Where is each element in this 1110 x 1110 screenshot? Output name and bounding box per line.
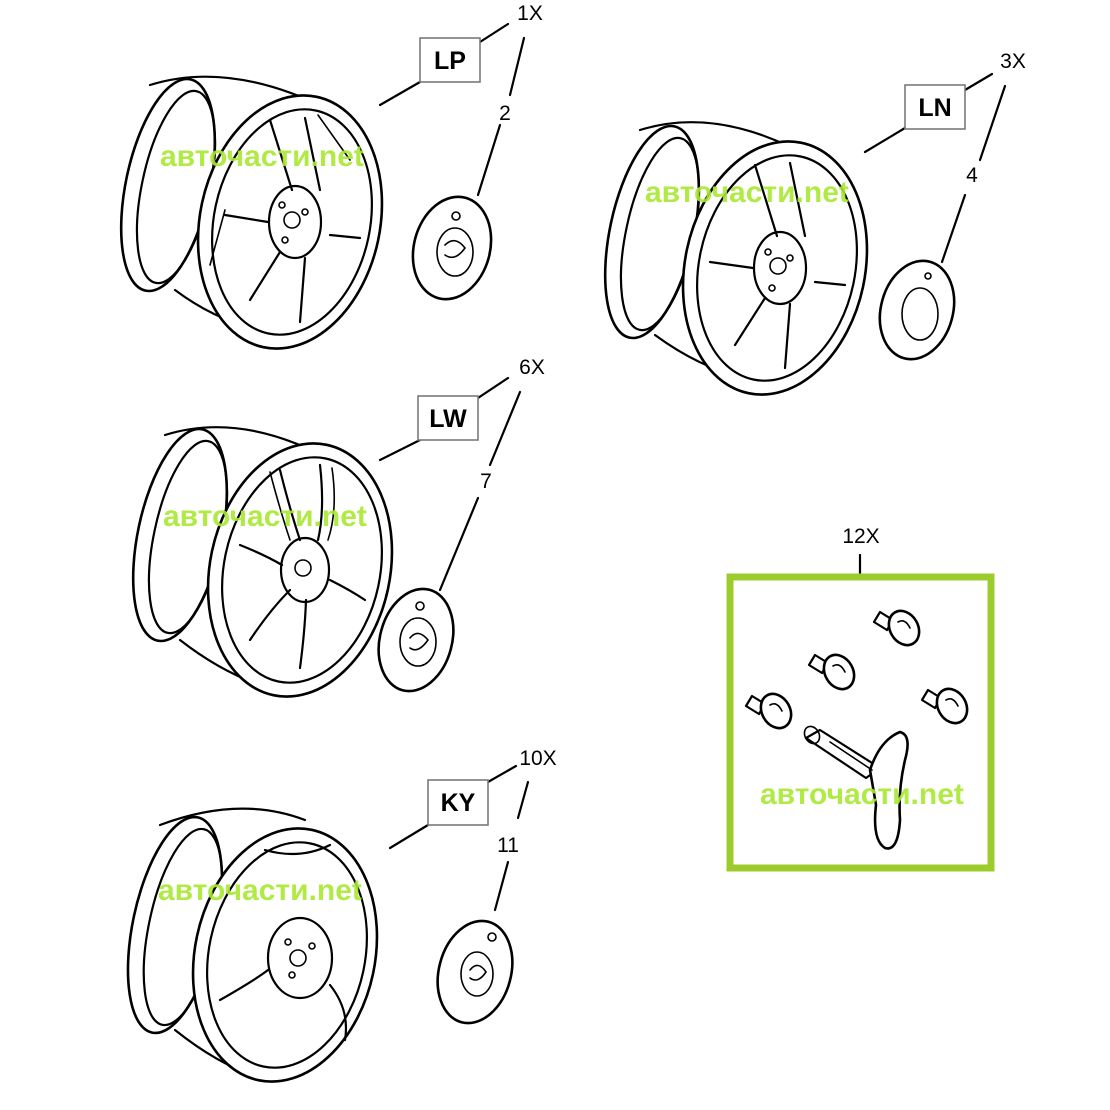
center-cap-7 [377, 587, 455, 693]
code-label-lp: LP [434, 47, 466, 75]
callout-ky: KY 10X 11 [388, 747, 557, 912]
watermark-text: авточасти.net [163, 500, 367, 533]
watermark-text: авточасти.net [760, 778, 964, 811]
part-number-2: 2 [499, 102, 511, 125]
watermark-text: авточасти.net [645, 176, 849, 209]
qty-label-1x: 1X [517, 2, 543, 25]
callout-ln: LN 3X 4 [863, 50, 1026, 264]
lock-kit-frame [726, 573, 995, 872]
code-label-lw: LW [429, 405, 467, 433]
part-number-4: 4 [966, 164, 978, 187]
wheel-ky [126, 807, 379, 1083]
part-number-7: 7 [480, 470, 492, 493]
lock-bolt [872, 609, 921, 647]
watermark-text: авточасти.net [160, 140, 364, 173]
qty-label-12x: 12X [842, 525, 879, 548]
lock-key-tool [803, 725, 909, 850]
center-cap-2 [411, 195, 493, 301]
lock-bolt [920, 687, 969, 725]
lock-kit: 12X [726, 525, 995, 872]
center-cap-4 [878, 259, 956, 361]
lock-bolt [807, 653, 856, 691]
watermark-text: авточасти.net [158, 874, 362, 907]
callout-lw: LW 6X 7 [378, 356, 545, 592]
wheel-lp [119, 75, 384, 350]
lock-bolt [744, 692, 793, 730]
callout-lp: LP 1X 2 [378, 2, 543, 197]
qty-label-3x: 3X [1000, 50, 1026, 73]
center-cap-11 [436, 919, 514, 1025]
qty-label-10x: 10X [519, 747, 556, 770]
watermarks: авточасти.net авточасти.net авточасти.ne… [158, 140, 964, 907]
part-number-11: 11 [497, 834, 519, 857]
code-label-ln: LN [918, 94, 951, 122]
qty-label-6x: 6X [519, 356, 545, 379]
code-label-ky: KY [441, 789, 476, 817]
wheel-ln [603, 121, 869, 396]
wheel-lw [131, 426, 394, 698]
